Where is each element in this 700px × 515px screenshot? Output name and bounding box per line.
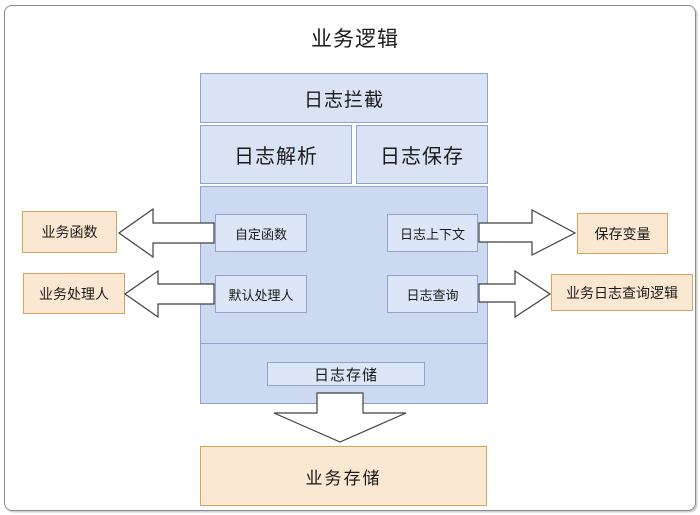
diagram-canvas: 业务逻辑 日志拦截 日志解析 日志保存 自定函数 日志上下文 默认处理人 日志查… — [4, 5, 696, 511]
interceptor-body — [200, 186, 488, 344]
node-business-function: 业务函数 — [22, 211, 117, 253]
node-business-handler: 业务处理人 — [23, 273, 125, 314]
arrow-left-icon — [123, 269, 215, 319]
module-default-handler: 默认处理人 — [215, 275, 307, 313]
arrow-down-icon — [273, 392, 407, 443]
page-title: 业务逻辑 — [311, 28, 399, 51]
column-log-save: 日志保存 — [356, 125, 488, 184]
interceptor-header: 日志拦截 — [200, 73, 488, 123]
arrow-right-icon — [478, 208, 577, 256]
module-custom-function: 自定函数 — [215, 214, 307, 252]
module-log-context: 日志上下文 — [387, 214, 478, 252]
arrow-left-icon — [117, 207, 215, 259]
module-log-query: 日志查询 — [387, 275, 478, 313]
node-business-storage: 业务存储 — [200, 446, 487, 506]
node-save-variable: 保存变量 — [577, 213, 668, 254]
column-log-parse: 日志解析 — [200, 125, 352, 184]
module-log-storage: 日志存储 — [267, 362, 425, 386]
arrow-right-icon — [478, 269, 552, 319]
node-business-log-query-logic: 业务日志查询逻辑 — [551, 274, 693, 311]
